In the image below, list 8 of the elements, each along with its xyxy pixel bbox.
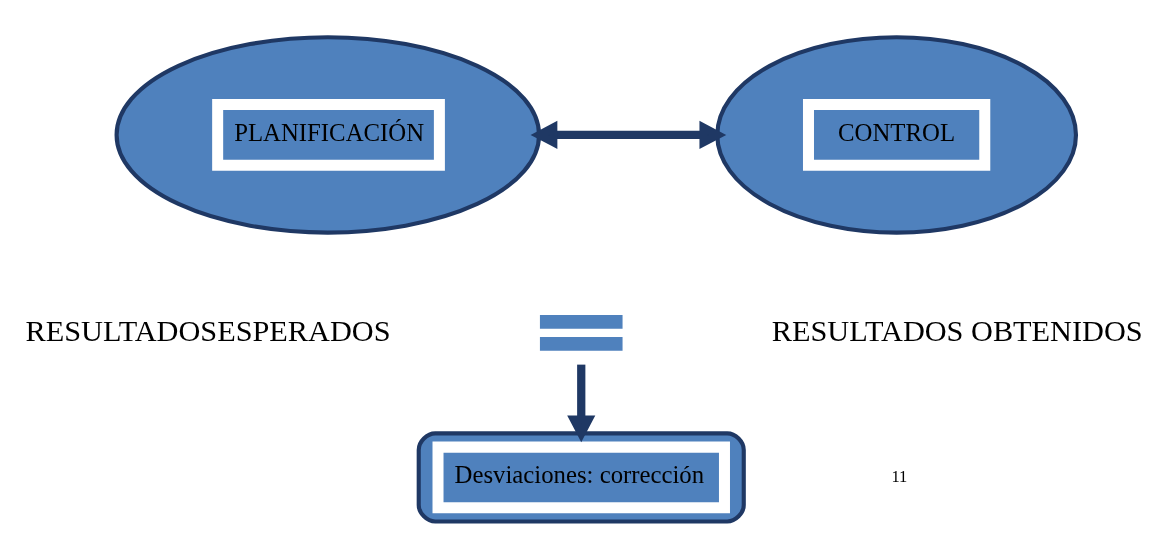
node-text: RESULTADOSESPERADOS <box>25 313 391 348</box>
node-ellipse: PLANIFICACIÓN <box>114 34 542 235</box>
node-box: Desviaciones: corrección <box>416 430 746 524</box>
arrow <box>530 120 727 149</box>
arrow <box>567 364 596 442</box>
label: 11 <box>891 466 908 486</box>
node-text: RESULTADOS OBTENIDOS <box>771 313 1143 348</box>
node-ellipse: CONTROL <box>715 34 1079 235</box>
